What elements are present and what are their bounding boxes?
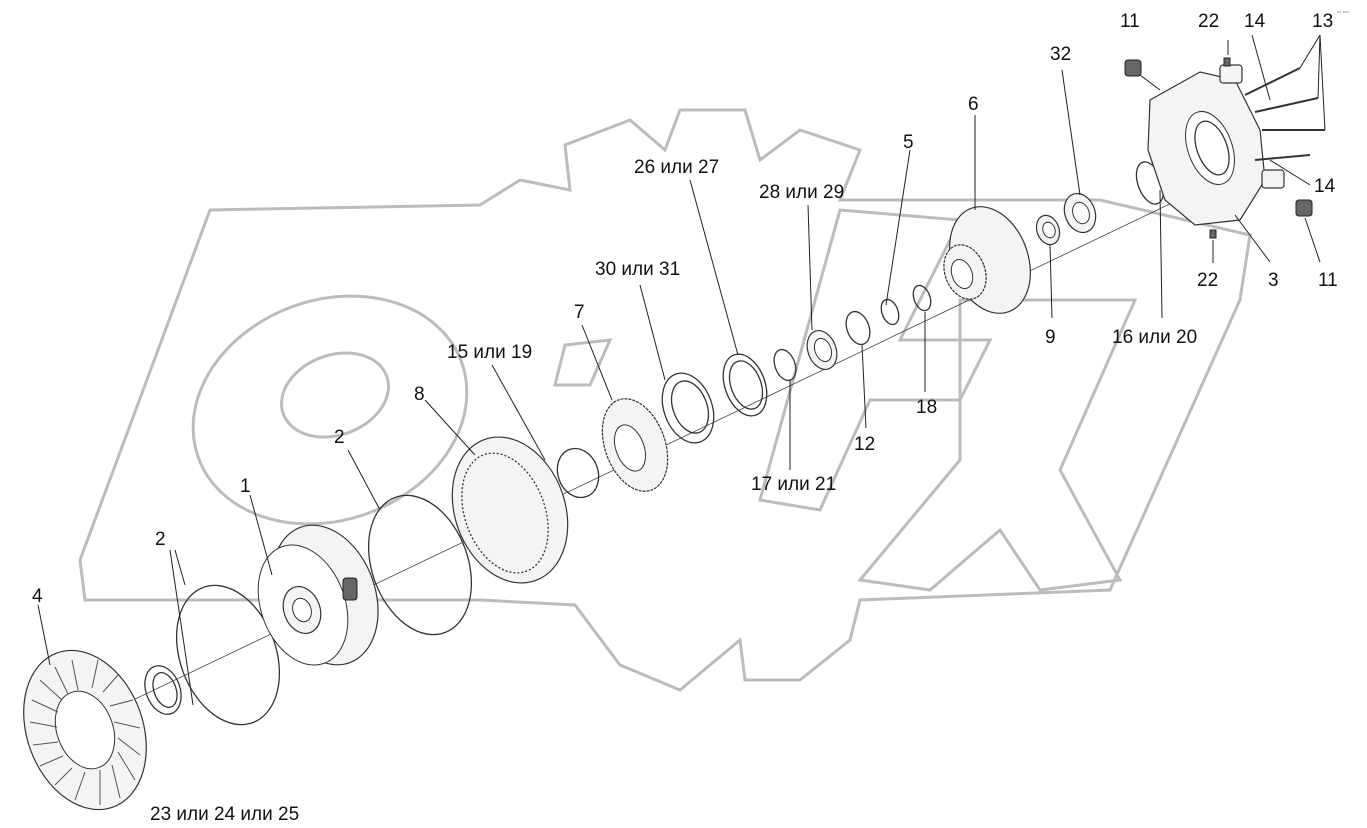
callout-11-bottom: 11 (1318, 270, 1338, 291)
callout-8: 8 (414, 384, 425, 405)
callout-5: 5 (903, 132, 914, 153)
callout-7: 7 (574, 302, 585, 323)
studs (1244, 67, 1325, 161)
ring-5 (880, 298, 900, 326)
bearing-icon (806, 330, 838, 370)
callout-2-upper: 2 (334, 427, 345, 448)
hub (943, 206, 1031, 314)
snap-ring-15 (556, 447, 600, 499)
callout-9: 9 (1045, 327, 1056, 348)
washer-26 (722, 353, 768, 417)
callout-labels: 11 22 14 13 ▫▫ ▫▫▫ 32 6 5 26 или 27 28 и… (32, 10, 1349, 825)
ring-12 (845, 310, 871, 346)
washer-30 (661, 372, 715, 444)
nipple-top (1223, 57, 1231, 67)
callout-18: 18 (916, 397, 937, 418)
callout-28-29: 28 или 29 (759, 182, 844, 203)
callout-17-21: 17 или 21 (751, 474, 836, 495)
callout-16-20: 16 или 20 (1112, 327, 1197, 348)
callout-23-24-25: 23 или 24 или 25 (150, 804, 299, 825)
callout-1: 1 (240, 476, 251, 497)
gasket-middle (367, 494, 473, 636)
housing-icon (1147, 64, 1285, 226)
snap-ring-17 (773, 348, 797, 382)
callout-14-right: 14 (1314, 176, 1336, 197)
callout-12: 12 (854, 434, 875, 455)
corner-mark: ▫▫ ▫▫▫ (1337, 10, 1349, 16)
callout-22-top: 22 (1198, 11, 1219, 32)
callout-3: 3 (1268, 270, 1279, 291)
ring-gear (451, 436, 569, 584)
watermark-logo (78, 108, 1252, 692)
ring-18 (912, 284, 932, 312)
callout-4: 4 (32, 586, 43, 607)
planet-carrier (257, 524, 379, 666)
seal-ring (144, 665, 182, 715)
callout-22-bottom: 22 (1197, 270, 1218, 291)
bolt-icon (1124, 59, 1313, 217)
callout-2-lower: 2 (155, 529, 166, 550)
callout-13: 13 (1312, 11, 1333, 32)
callout-14-top: 14 (1244, 11, 1266, 32)
fan-cover-icon (23, 649, 147, 811)
callout-30-31: 30 или 31 (595, 259, 680, 280)
nipple-bottom (1209, 229, 1217, 239)
callout-26-27: 26 или 27 (634, 157, 719, 178)
gear-icon (601, 398, 669, 492)
callout-11-top: 11 (1120, 11, 1140, 32)
callout-32: 32 (1050, 44, 1071, 65)
callout-6: 6 (968, 94, 979, 115)
callout-15-19: 15 или 19 (447, 342, 532, 363)
leader-lines (37, 34, 1326, 706)
